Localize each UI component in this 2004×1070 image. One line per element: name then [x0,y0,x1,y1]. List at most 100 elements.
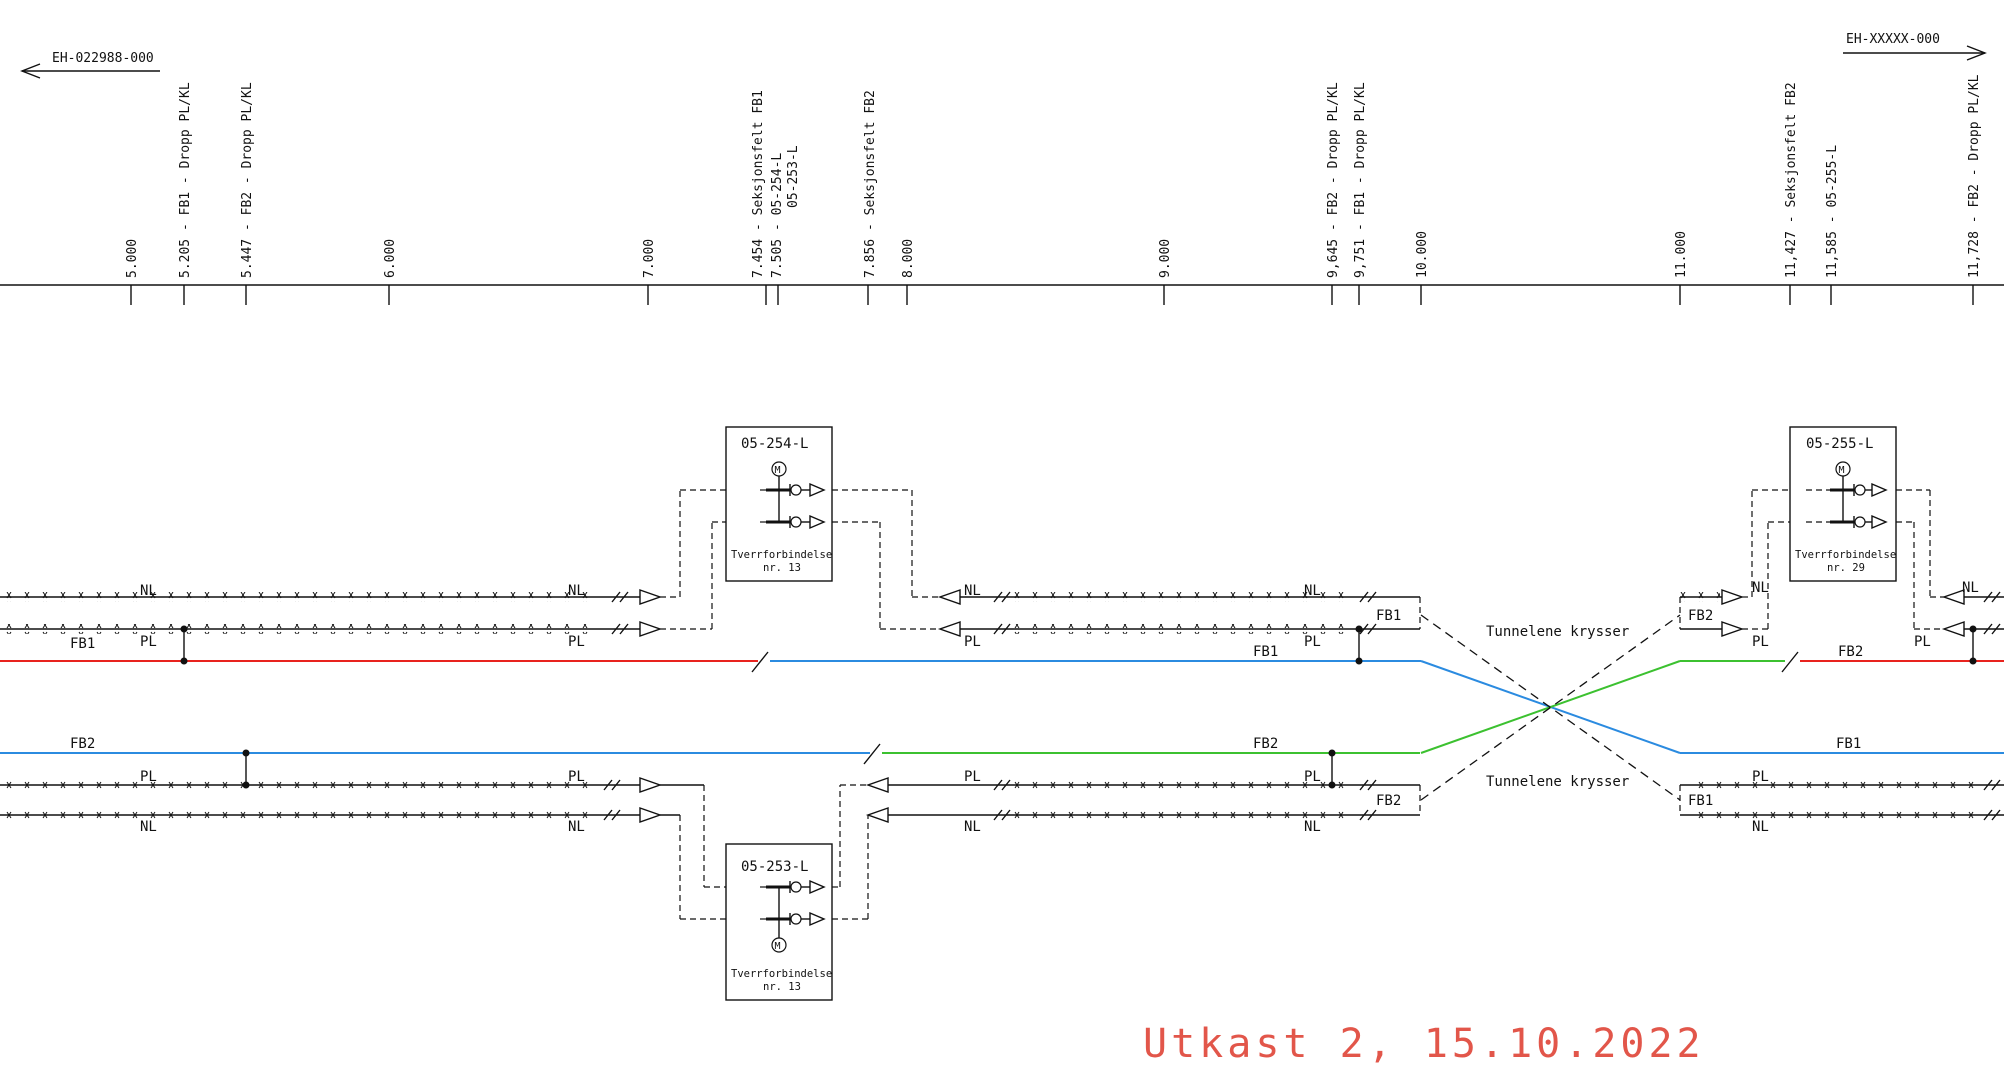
tick-7856: 7.856 - Seksjonsfelt FB2 [863,90,878,305]
pl-line-upper-right [832,521,1420,665]
tick-7000: 7.000 [642,239,657,305]
switch-box-05-255-l-id: 05-255-L [1806,436,1873,452]
svg-text:M: M [775,941,781,952]
svg-text:nr. 13: nr. 13 [763,562,801,574]
svg-text:NL: NL [1304,583,1321,599]
pl-line-lower-left [0,777,760,888]
pl-line-upper-left [0,521,760,637]
svg-text:5.000: 5.000 [125,239,140,278]
label-fb1-upper-left: FB1 [70,636,95,652]
svg-text:nr. 29: nr. 29 [1827,562,1865,574]
svg-text:FB2: FB2 [1376,793,1401,809]
svg-text:9.000: 9.000 [1158,239,1173,278]
svg-text:7.856 - Seksjonsfelt FB2: 7.856 - Seksjonsfelt FB2 [863,90,878,278]
svg-text:PL: PL [964,769,981,785]
svg-text:PL: PL [1752,769,1769,785]
svg-text:PL: PL [568,769,585,785]
svg-text:NL: NL [568,819,585,835]
tick-9751: 9,751 - FB1 - Dropp PL/KL [1353,82,1368,305]
svg-text:7.000: 7.000 [642,239,657,278]
svg-text:FB2: FB2 [1688,608,1713,624]
svg-text:PL: PL [1304,634,1321,650]
switch-box-05-253-l[interactable]: 05-253-L M Tverrforbindelse nr. 13 [725,843,833,1001]
tick-9000: 9.000 [1158,239,1173,305]
svg-text:FB2: FB2 [70,736,95,752]
switch-box-05-255-l[interactable]: 05-255-L M Tverrforbindelse nr. 29 [1789,426,1897,582]
tick-11585: 11,585 - 05-255-L [1825,145,1840,305]
tick-7454: 7.454 - Seksjonsfelt FB1 [751,90,767,305]
svg-text:FB1: FB1 [1253,644,1278,660]
nl-line-lower-right [832,785,1421,920]
svg-text:PL: PL [1752,634,1769,650]
svg-text:PL: PL [1304,769,1321,785]
feeder-upper-right [1680,625,2004,673]
svg-text:PL: PL [1914,634,1931,650]
svg-text:5.205 - FB1 - Dropp PL/KL: 5.205 - FB1 - Dropp PL/KL [178,82,193,278]
nl-line-upper-left [0,489,760,605]
svg-text:11,585 - 05-255-L: 11,585 - 05-255-L [1825,145,1840,278]
svg-text:FB1: FB1 [1688,793,1713,809]
tick-11427: 11,427 - Seksjonsfelt FB2 [1784,82,1799,305]
svg-text:11,427 - Seksjonsfelt FB2: 11,427 - Seksjonsfelt FB2 [1784,82,1799,278]
label-nl-upper-left: NL [140,583,157,599]
svg-text:5.447 - FB2 - Dropp PL/KL: 5.447 - FB2 - Dropp PL/KL [240,82,255,278]
switch-box-05-253-l-id: 05-253-L [741,859,808,875]
tick-11000: 11.000 [1674,231,1689,305]
lower-right-lines [1679,779,2004,821]
svg-text:7.454 - Seksjonsfelt FB1: 7.454 - Seksjonsfelt FB1 [751,90,766,278]
svg-text:9,751 - FB1 - Dropp PL/KL: 9,751 - FB1 - Dropp PL/KL [1353,82,1368,278]
svg-text:6.000: 6.000 [383,239,398,278]
svg-text:Tverrforbindelse: Tverrforbindelse [731,968,832,980]
tick-9645: 9,645 - FB2 - Dropp PL/KL [1326,82,1341,305]
svg-text:M: M [1839,465,1845,476]
svg-text:NL: NL [964,819,981,835]
svg-text:8.000: 8.000 [901,239,916,278]
tick-5205: 5.205 - FB1 - Dropp PL/KL [178,82,193,305]
svg-text:NL: NL [1752,819,1769,835]
tick-5447: 5.447 - FB2 - Dropp PL/KL [240,82,255,305]
svg-text:7.505 - 05-254-L: 7.505 - 05-254-L [770,153,785,278]
reference-left-label: EH-022988-000 [52,51,154,66]
tick-8000: 8.000 [901,239,916,305]
crossing-note-lower: Tunnelene krysser [1486,774,1629,790]
svg-text:nr. 13: nr. 13 [763,981,801,993]
svg-text:Tverrforbindelse: Tverrforbindelse [1795,549,1896,561]
svg-text:NL: NL [1752,580,1769,596]
svg-text:11.000: 11.000 [1674,231,1689,278]
svg-text:PL: PL [964,634,981,650]
svg-text:9,645 - FB2 - Dropp PL/KL: 9,645 - FB2 - Dropp PL/KL [1326,82,1341,278]
pl-line-lower-right [832,749,1420,888]
svg-text:10.000: 10.000 [1415,231,1430,278]
svg-text:05-253-L: 05-253-L [786,145,801,208]
switch-box-05-254-l-id: 05-254-L [741,436,808,452]
reference-right-label: EH-XXXXX-000 [1846,32,1940,47]
svg-text:11,728 - FB2 - Dropp PL/KL: 11,728 - FB2 - Dropp PL/KL [1967,74,1982,278]
tick-10000: 10.000 [1415,231,1430,305]
svg-text:NL: NL [964,583,981,599]
tick-6000: 6.000 [383,239,398,305]
draft-stamp: Utkast 2, 15.10.2022 [1143,1021,1705,1067]
svg-text:FB2: FB2 [1253,736,1278,752]
svg-text:M: M [775,465,781,476]
svg-text:FB1: FB1 [1376,608,1401,624]
nl-line-upper-right [832,489,1421,629]
svg-text:NL: NL [1962,580,1979,596]
switch-box-05-254-l[interactable]: 05-254-L M Tverrforbindelse nr. 13 [725,426,833,582]
nl-line-lower-left [0,807,760,920]
label-pl-upper-mid: PL [568,634,585,650]
reference-left[interactable]: EH-022988-000 [20,51,160,79]
label-pl-upper-left: PL [140,634,157,650]
svg-text:PL: PL [140,769,157,785]
upper-right-exit [1896,489,2004,637]
motor-icon [771,937,787,953]
reference-right[interactable]: EH-XXXXX-000 [1843,32,1987,61]
tunnel-crossing [1420,614,1681,801]
feeder-upper-left [0,625,1421,673]
label-nl-upper-mid: NL [568,583,585,599]
tick-11728: 11,728 - FB2 - Dropp PL/KL [1967,74,1982,305]
crossing-note-upper: Tunnelene krysser [1486,624,1629,640]
tick-5000: 5.000 [125,239,140,305]
svg-text:NL: NL [140,819,157,835]
